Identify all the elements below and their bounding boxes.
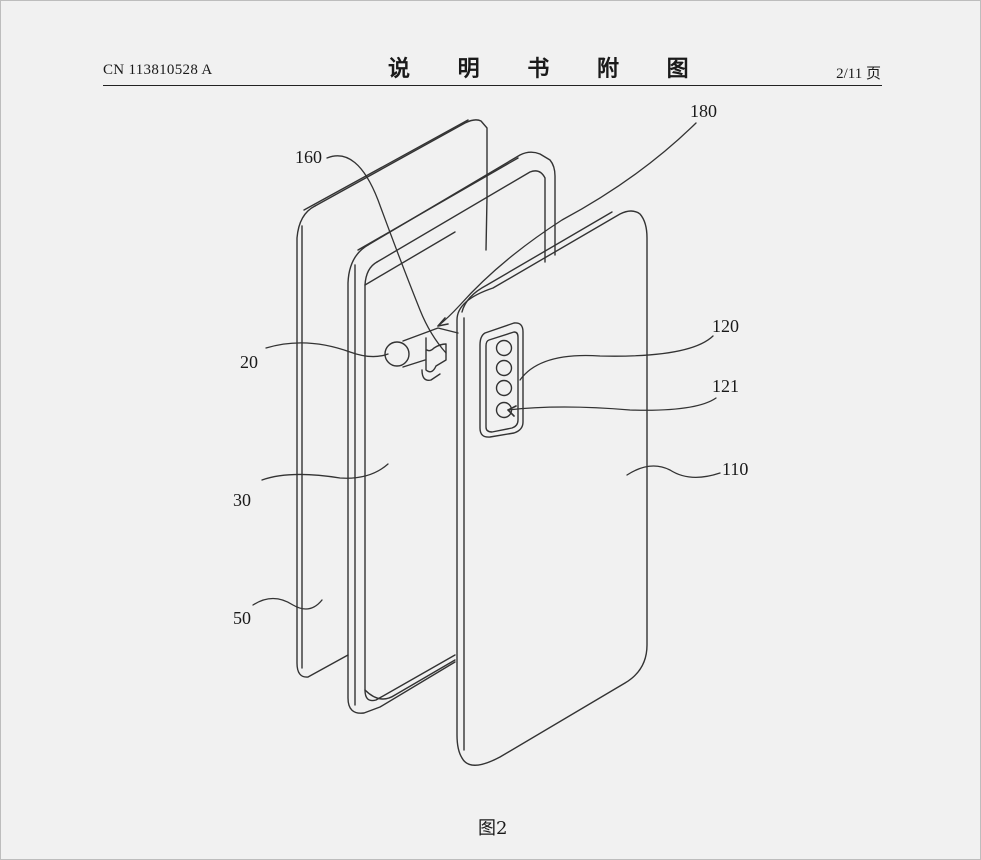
label-120: 120: [712, 316, 739, 336]
label-160: 160: [295, 147, 322, 167]
figure-caption: 图2: [478, 818, 508, 839]
label-50: 50: [233, 608, 251, 628]
label-110: 110: [722, 459, 748, 479]
label-30: 30: [233, 490, 251, 510]
publication-number: CN 113810528 A: [103, 62, 213, 78]
back-cover-110: [456, 210, 648, 766]
label-180: 180: [690, 101, 717, 121]
header-rule: [103, 85, 882, 86]
label-20: 20: [240, 352, 258, 372]
camera-module-120: [479, 322, 524, 438]
panel-50: [296, 119, 488, 678]
label-121: 121: [712, 376, 739, 396]
page-indicator: 2/11 页: [836, 66, 881, 82]
frame-30: [347, 151, 556, 714]
section-title: 说 明 书 附 图: [388, 57, 709, 82]
side-component: [384, 327, 459, 381]
leader-lines: [252, 122, 721, 610]
